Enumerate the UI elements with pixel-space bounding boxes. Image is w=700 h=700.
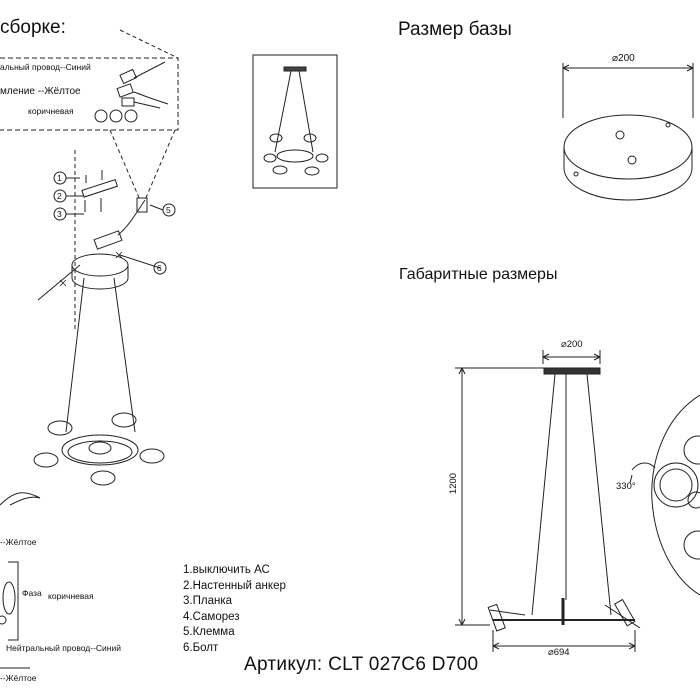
callout-5: 5: [166, 205, 171, 215]
bottom-brown-label: коричневая: [48, 591, 94, 601]
canopy-base-drawing: [562, 63, 694, 201]
wiring-ground-label: мление --Жёлтое: [0, 86, 81, 97]
bottom-diameter-label: ⌀694: [548, 647, 570, 658]
bottom-phase-label: Фаза: [22, 588, 42, 598]
top-diameter-label: ⌀200: [561, 339, 583, 350]
wiring-brown-label: коричневая: [28, 106, 74, 116]
reference-thumbnail: [252, 54, 338, 189]
assembly-title: сборке:: [0, 17, 66, 38]
parts-item: 4.Саморез: [183, 610, 240, 623]
parts-list: 1.выключить АС 2.Настенный анкер 3.Планк…: [183, 563, 286, 656]
parts-item: 5.Клемма: [183, 626, 235, 638]
assembly-exploded-drawing: [0, 150, 165, 506]
callout-2: 2: [57, 191, 62, 201]
article-number: Артикул: CLT 027C6 D700: [244, 654, 479, 675]
bottom-wiring-detail: [0, 561, 30, 669]
wiring-detail-box: [0, 29, 179, 201]
bottom-ground2-label: --Жёлтое: [0, 673, 37, 683]
bottom-ground-label: --Жёлтое: [0, 537, 37, 547]
base-diameter-label: ⌀200: [612, 53, 635, 64]
overall-dimensions-drawing: [455, 350, 641, 652]
callout-3: 3: [57, 209, 62, 219]
callout-circles: [53, 171, 176, 275]
base-size-title: Размер базы: [398, 19, 512, 40]
parts-item: 6.Болт: [183, 641, 219, 654]
top-view-drawing: [629, 394, 700, 596]
callout-6: 6: [157, 263, 162, 273]
parts-item: 3.Планка: [183, 595, 232, 607]
parts-item: 2.Настенный анкер: [183, 579, 286, 592]
bottom-neutral-label: Нейтральный провод--Синий: [6, 643, 121, 653]
angle-label: 330°: [616, 481, 636, 492]
overall-dimensions-title: Габаритные размеры: [399, 266, 558, 283]
wiring-neutral-label: альный провод--Синий: [0, 62, 91, 72]
callout-1: 1: [57, 173, 62, 183]
height-label: 1200: [448, 472, 460, 495]
parts-item: 1.выключить АС: [183, 564, 270, 576]
